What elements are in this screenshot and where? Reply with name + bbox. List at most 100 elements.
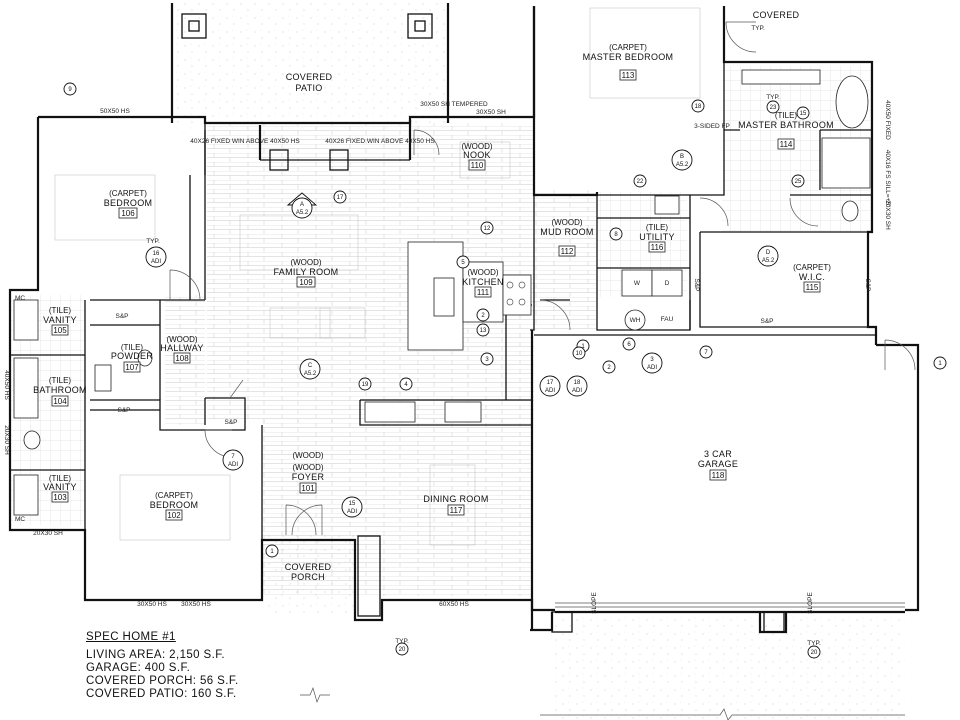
garage-apron (555, 610, 905, 720)
svg-text:(WOOD): (WOOD) (461, 142, 492, 151)
svg-text:30X50 SH TEMPERED: 30X50 SH TEMPERED (420, 101, 488, 108)
tag-3: 3 (480, 352, 494, 366)
garage-label-2: GARAGE (698, 459, 738, 469)
svg-text:(WOOD): (WOOD) (290, 258, 321, 267)
furniture (54, 7, 701, 546)
svg-text:A5.2: A5.2 (676, 162, 689, 168)
svg-text:9: 9 (68, 87, 72, 93)
wic-label: W.I.C. (799, 272, 825, 282)
svg-text:25: 25 (795, 179, 802, 185)
section-b: BA5.2 (671, 149, 693, 171)
svg-text:105: 105 (53, 326, 67, 335)
svg-text:ADI: ADI (647, 365, 657, 371)
tag-15: 15 (796, 106, 810, 120)
svg-text:MC: MC (15, 516, 25, 523)
annotations: 50X50 HS 30X50 SH TEMPERED 30X50 SH 40X2… (3, 25, 891, 647)
tag-8: 8 (609, 227, 623, 241)
svg-text:16: 16 (153, 251, 160, 257)
kitchen-counters (364, 241, 532, 423)
svg-text:WH: WH (630, 317, 641, 324)
tag-22: 22 (633, 174, 647, 188)
svg-text:TYP.: TYP. (395, 638, 409, 645)
section-markers: AA5.2 BA5.2 CA5.2 DA5.2 (286, 149, 779, 380)
svg-text:S&P: S&P (693, 278, 700, 291)
svg-text:(WOOD): (WOOD) (292, 451, 323, 460)
svg-text:(TILE): (TILE) (775, 111, 798, 120)
foyer-label: FOYER (292, 472, 325, 482)
svg-text:15: 15 (349, 501, 356, 507)
svg-text:10: 10 (576, 351, 583, 357)
svg-text:20X30 SH: 20X30 SH (884, 200, 891, 230)
covered-porch-l1: COVERED (285, 562, 332, 572)
svg-text:40X26 FIXED WIN ABOVE 40X50 HS: 40X26 FIXED WIN ABOVE 40X50 HS (325, 138, 435, 145)
patio-columns (181, 13, 785, 633)
svg-text:A5.2: A5.2 (296, 210, 309, 216)
svg-text:106: 106 (121, 209, 135, 218)
svg-text:3: 3 (485, 357, 489, 363)
svg-text:20X30 SH: 20X30 SH (3, 425, 10, 455)
garage-label-1: 3 CAR (704, 449, 732, 459)
svg-text:(WOOD): (WOOD) (292, 463, 323, 472)
svg-text:A5.2: A5.2 (304, 371, 317, 377)
svg-text:101: 101 (301, 484, 315, 493)
svg-text:S&P: S&P (115, 313, 128, 320)
covered-patio-l2: PATIO (295, 83, 322, 93)
spec-living: LIVING AREA: 2,150 S.F. (86, 649, 225, 661)
svg-text:7: 7 (231, 454, 235, 460)
hallway-label: HALLWAY (160, 343, 203, 353)
bathroom-104-label: BATHROOM (33, 385, 87, 395)
svg-text:104: 104 (53, 397, 67, 406)
tag-17: 17 (333, 190, 347, 204)
svg-text:(TILE): (TILE) (49, 376, 72, 385)
garage-break-line (540, 708, 905, 720)
svg-text:18: 18 (574, 380, 581, 386)
svg-text:30X50 HS: 30X50 HS (137, 601, 167, 608)
powder-label: POWDER (111, 351, 154, 361)
svg-text:113: 113 (622, 71, 635, 80)
svg-text:(TILE): (TILE) (49, 306, 72, 315)
svg-text:20X30 SH: 20X30 SH (33, 530, 63, 537)
svg-text:15: 15 (800, 111, 807, 117)
svg-text:ADI: ADI (228, 462, 238, 468)
vanity-103-label: VANITY (43, 482, 77, 492)
tag-5: 5 (456, 255, 470, 269)
nook-label: NOOK (463, 150, 491, 160)
exterior-walls (8, 3, 920, 634)
svg-text:110: 110 (471, 161, 484, 170)
spec-porch: COVERED PORCH: 56 S.F. (86, 675, 239, 687)
svg-text:(TILE): (TILE) (49, 474, 72, 483)
svg-text:S&P: S&P (760, 318, 773, 325)
svg-text:40X16 FS SILL=+5': 40X16 FS SILL=+5' (884, 150, 891, 207)
svg-text:A: A (300, 202, 304, 208)
svg-text:S&P: S&P (864, 278, 871, 291)
tag-1b: 1 (265, 544, 279, 558)
mud-room-label: MUD ROOM (540, 227, 593, 237)
svg-text:1: 1 (270, 549, 274, 555)
svg-text:23: 23 (770, 105, 777, 111)
svg-text:12: 12 (484, 226, 491, 232)
svg-text:118: 118 (712, 471, 725, 480)
svg-text:D: D (766, 250, 771, 256)
section-a: A A5.2 (286, 192, 318, 219)
svg-text:30X50 HS: 30X50 HS (181, 601, 211, 608)
svg-text:(WOOD): (WOOD) (551, 218, 582, 227)
dining-room-label: DINING ROOM (423, 494, 488, 504)
mud-floor (534, 190, 596, 330)
svg-text:20: 20 (399, 647, 406, 653)
kitchen-label: KITCHEN (462, 277, 504, 287)
svg-text:18: 18 (695, 104, 702, 110)
covered-patio-l1: COVERED (286, 72, 333, 82)
svg-text:111: 111 (477, 288, 490, 297)
svg-text:117: 117 (450, 506, 463, 515)
svg-text:1: 1 (581, 344, 585, 350)
svg-text:107: 107 (125, 363, 139, 372)
svg-text:60X50 HS: 60X50 HS (439, 601, 469, 608)
porch-floor (268, 535, 356, 617)
svg-text:13: 13 (480, 328, 487, 334)
svg-text:(CARPET): (CARPET) (609, 43, 647, 52)
